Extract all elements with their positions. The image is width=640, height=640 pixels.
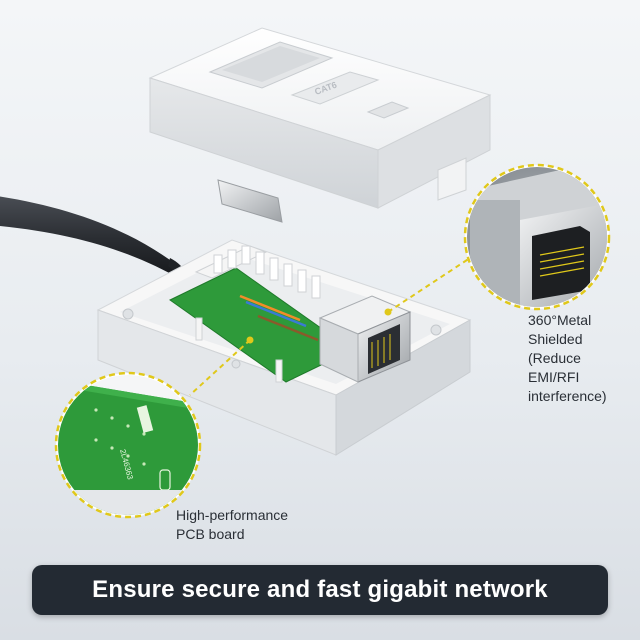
metal-shield-line-1: 360°Metal [528,312,592,328]
metal-shield-callout: 360°Metal Shielded (Reduce EMI/RFI inter… [528,311,633,406]
metal-shield-line-5: interference) [528,388,607,404]
pcb-board-callout: High-performance PCB board [176,506,316,544]
banner-text: Ensure secure and fast gigabit network [92,576,548,603]
metal-shield-line-2: Shielded [528,331,583,347]
pcb-board-line-1: High-performance [176,507,289,523]
zoom-metal-shield [463,163,611,311]
callout-lines [189,257,471,396]
cover-plate: CAT6 [148,27,492,223]
zoom-pcb-board: 2L46363 [54,371,202,519]
metal-shield-line-4: EMI/RFI [528,369,580,385]
pcb-board [169,245,353,383]
pcb-board-line-2: PCB board [176,526,245,542]
idc-terminals [194,245,321,299]
feature-banner: Ensure secure and fast gigabit network [32,565,608,615]
metal-shield-line-3: (Reduce [528,350,581,366]
rj45-jack [318,295,412,383]
